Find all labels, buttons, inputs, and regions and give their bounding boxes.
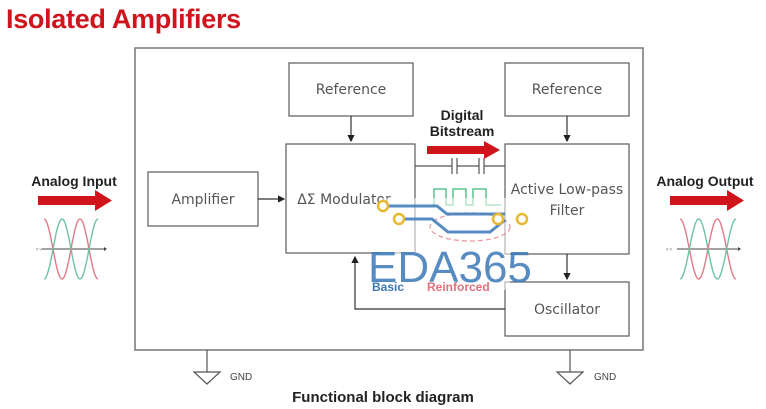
analog-input-arrow bbox=[38, 190, 112, 211]
analog-input-label: Analog Input bbox=[31, 173, 117, 189]
watermark-trace-2 bbox=[399, 217, 506, 234]
modulator-label: ΔΣ Modulator bbox=[297, 192, 391, 208]
reference-right-block: Reference bbox=[504, 62, 630, 117]
amplifier-block: Amplifier bbox=[147, 171, 259, 227]
filter-label-line2: Filter bbox=[550, 203, 585, 219]
oscillator-feedback-arrow bbox=[351, 255, 505, 310]
watermark-reinforced-label: Reinforced bbox=[427, 280, 490, 294]
filter-block: Active Low-pass bbox=[504, 143, 630, 255]
watermark-pad-1 bbox=[376, 199, 390, 213]
bitstream-label-line1: Digital bbox=[441, 107, 484, 123]
ground-right: GND bbox=[555, 350, 616, 385]
diagram-caption: Functional block diagram bbox=[292, 389, 474, 406]
reference-left-block: Reference bbox=[288, 62, 414, 117]
oscillator-block: Oscillator bbox=[504, 281, 630, 337]
oscillator-label: Oscillator bbox=[534, 302, 600, 318]
watermark-trace-1 bbox=[383, 204, 505, 216]
capacitor-barrier bbox=[415, 158, 505, 174]
watermark-text: EDA365 bbox=[368, 243, 532, 292]
amplifier-label: Amplifier bbox=[171, 192, 234, 208]
analog-input-waveform: 0 V bbox=[36, 218, 107, 280]
watermark-basic-label: Basic bbox=[372, 280, 404, 294]
ground-left-label: GND bbox=[230, 372, 252, 383]
output-zero-volt-label: 0 V bbox=[666, 247, 672, 252]
analog-output-label: Analog Output bbox=[656, 173, 754, 189]
bitstream-waveform bbox=[432, 188, 501, 206]
reference-left-label: Reference bbox=[316, 82, 387, 98]
analog-output-arrow bbox=[670, 190, 744, 211]
bitstream-arrow bbox=[427, 141, 500, 159]
ground-right-label: GND bbox=[594, 372, 616, 383]
watermark: EDA365 Basic Reinforced bbox=[368, 198, 532, 294]
watermark-reinforced-ellipse bbox=[429, 212, 511, 242]
input-zero-volt-label: 0 V bbox=[36, 247, 42, 252]
watermark-pad-4 bbox=[515, 212, 529, 226]
watermark-pad-2 bbox=[392, 212, 406, 226]
reference-right-label: Reference bbox=[532, 82, 603, 98]
ground-left: GND bbox=[192, 350, 252, 385]
watermark-pad-3 bbox=[491, 212, 505, 226]
bitstream-label-line2: Bitstream bbox=[430, 123, 495, 139]
analog-output-waveform: 0 V bbox=[666, 218, 741, 280]
filter-label-line1: Active Low-pass bbox=[511, 182, 623, 198]
page-title: Isolated Amplifiers bbox=[6, 4, 241, 34]
